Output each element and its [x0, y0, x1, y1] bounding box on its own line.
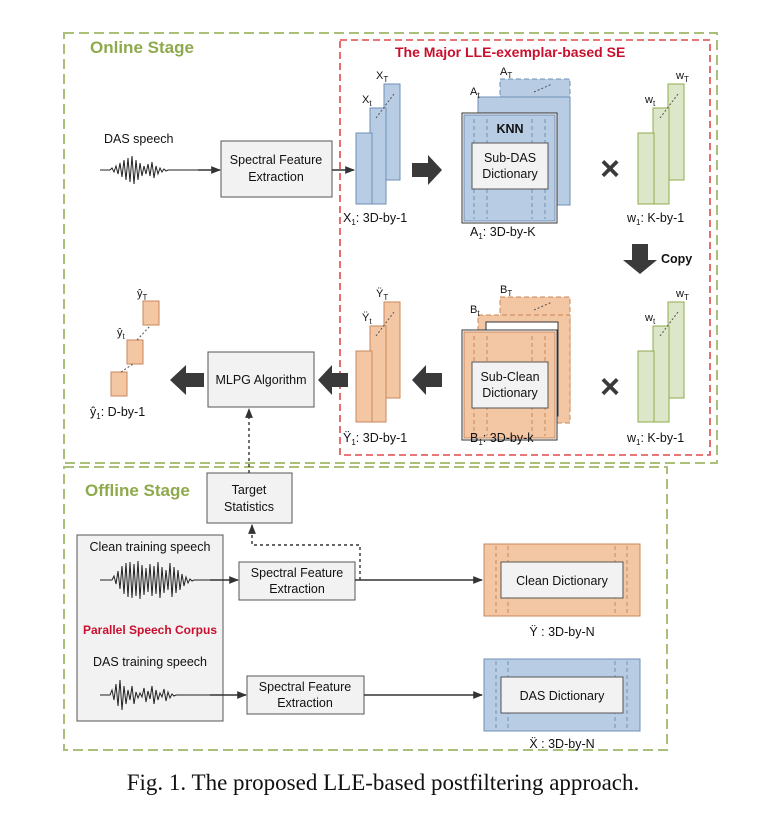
- x-t-label: Xt: [362, 94, 372, 108]
- w-vector-stack-bottom: [637, 301, 685, 423]
- block-arrow-x-to-a: [412, 155, 442, 185]
- yhat-vector-stack: [110, 300, 160, 397]
- block-arrow-y-to-mlpg: [318, 365, 348, 395]
- knn-label: KNN: [496, 122, 523, 136]
- x-vector-stack: [355, 83, 401, 205]
- das-dictionary-label: DAS Dictionary: [520, 689, 605, 703]
- yhat-1-label: ŷ1: D-by-1: [90, 405, 145, 421]
- clean-dictionary-label: Clean Dictionary: [516, 574, 608, 588]
- clean-waveform: [100, 560, 210, 600]
- das-waveform: [100, 679, 210, 711]
- x-1-label: X1: 3D-by-1: [343, 211, 407, 227]
- A-t-label: At: [470, 86, 480, 100]
- y-t-label: Ÿt: [362, 312, 372, 326]
- w-1-label-top: w1: K-by-1: [626, 211, 684, 227]
- mlpg-box: [207, 351, 315, 408]
- offline-sfe-das-line1: Spectral Feature: [259, 680, 351, 694]
- offline-stage-frame: [63, 466, 668, 751]
- copy-label: Copy: [661, 252, 692, 266]
- clean-dictionary-matrix: [483, 543, 641, 617]
- x-T-label: XT: [376, 70, 388, 84]
- online-sfe-line1: Spectral Feature: [230, 153, 322, 167]
- mlpg-label: MLPG Algorithm: [215, 373, 306, 387]
- w-1-label-bottom: w1: K-by-1: [626, 431, 684, 447]
- sub-das-line2: Dictionary: [482, 167, 538, 181]
- a-dictionary-stack: [461, 78, 571, 224]
- yhat-t-label: ŷt: [117, 327, 126, 341]
- target-line2: Statistics: [224, 500, 274, 514]
- lle-title: The Major LLE-exemplar-based SE: [395, 44, 625, 60]
- w-t-label-bottom: wt: [644, 312, 656, 326]
- yhat-T-label: ŷT: [137, 288, 148, 302]
- multiply-icon-top: ×: [600, 150, 620, 188]
- online-sfe-box: [220, 140, 333, 198]
- das-speech-waveform: [100, 155, 198, 185]
- sub-das-line1: Sub-DAS: [484, 151, 536, 165]
- target-statistics-box: [206, 472, 293, 524]
- A-1-label: A1: 3D-by-K: [470, 225, 536, 241]
- lle-frame: [339, 39, 711, 456]
- sub-clean-line2: Dictionary: [482, 386, 538, 400]
- offline-sfe-clean-line2: Extraction: [269, 582, 325, 596]
- w-vector-stack-top: [637, 83, 685, 205]
- y-1-label: Ÿ1: 3D-by-1: [343, 431, 407, 447]
- clean-training-label: Clean training speech: [90, 540, 211, 554]
- das-training-label: DAS training speech: [93, 655, 207, 669]
- online-stage-frame: [63, 32, 718, 464]
- figure-caption: Fig. 1. The proposed LLE-based postfilte…: [127, 770, 639, 795]
- multiply-icon-bottom: ×: [600, 368, 620, 406]
- y-T-label: ŸT: [376, 288, 388, 302]
- clean-dictionary-dim: Ÿ : 3D-by-N: [529, 625, 594, 639]
- offline-sfe-das-box: [246, 675, 365, 715]
- offline-sfe-clean-box: [238, 561, 356, 601]
- offline-sfe-das-line2: Extraction: [277, 696, 333, 710]
- target-line1: Target: [232, 483, 267, 497]
- online-sfe-line2: Extraction: [248, 170, 304, 184]
- parallel-corpus-box: [76, 534, 224, 722]
- y-vector-stack: [355, 301, 401, 423]
- das-dictionary-dim: Ẍ : 3D-by-N: [529, 737, 594, 751]
- block-arrow-b-to-y: [412, 365, 442, 395]
- w-T-label-top: wT: [675, 70, 689, 84]
- das-dictionary-matrix: [483, 658, 641, 732]
- w-t-label-top: wt: [644, 94, 656, 108]
- sub-clean-line1: Sub-Clean: [480, 370, 539, 384]
- das-speech-label: DAS speech: [104, 132, 174, 146]
- b-dictionary-stack: [461, 296, 571, 441]
- A-T-label: AT: [500, 66, 512, 80]
- offline-stage-label: Offline Stage: [85, 481, 190, 500]
- B-T-label: BT: [500, 284, 512, 298]
- copy-arrow: [623, 244, 657, 274]
- parallel-corpus-label: Parallel Speech Corpus: [83, 623, 217, 637]
- offline-sfe-clean-line1: Spectral Feature: [251, 566, 343, 580]
- w-T-label-bottom: wT: [675, 288, 689, 302]
- online-stage-label: Online Stage: [90, 38, 194, 57]
- B-1-label: B1: 3D-by-k: [470, 431, 534, 447]
- block-arrow-mlpg-to-yhat: [170, 365, 204, 395]
- B-t-label: Bt: [470, 304, 480, 318]
- dotted-arrow-sfe-to-target: [248, 524, 361, 580]
